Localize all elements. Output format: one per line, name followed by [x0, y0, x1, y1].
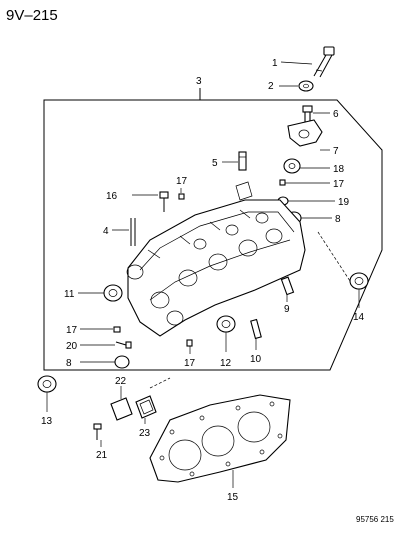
callout-19: 19 [338, 197, 350, 208]
gasket-part-23 [135, 395, 157, 419]
tube-part-9 [280, 276, 295, 296]
callout-17c: 17 [184, 358, 196, 369]
cylinder-head-casting [126, 181, 306, 337]
seal-part-13 [37, 375, 57, 393]
plug-part-20 [115, 341, 132, 349]
callout-13: 13 [41, 416, 53, 427]
diagram-ref-number: 95756 215 [356, 515, 394, 524]
dowel-part-4 [130, 218, 136, 246]
cover-plate-part-22 [110, 397, 133, 421]
cam-cap-part-7 [287, 119, 323, 147]
callout-21: 21 [96, 450, 108, 461]
callout-15: 15 [227, 492, 239, 503]
callout-2: 2 [268, 81, 274, 92]
callout-17a: 17 [333, 179, 345, 190]
callout-3: 3 [196, 76, 202, 87]
callout-5: 5 [212, 158, 218, 169]
assembly-outline [43, 99, 383, 371]
callout-6: 6 [333, 109, 339, 120]
callout-23: 23 [139, 428, 151, 439]
pin-part-17c [186, 339, 193, 347]
callout-4: 4 [103, 226, 109, 237]
callout-17b: 17 [176, 176, 188, 187]
callout-1: 1 [272, 58, 278, 69]
seal-part-11 [103, 284, 123, 302]
bolt-part-21 [93, 423, 102, 440]
callout-17d: 17 [66, 325, 78, 336]
diagram-code: 9V–215 [6, 7, 58, 24]
callout-9: 9 [284, 304, 290, 315]
bolt-part-6 [302, 105, 313, 123]
callout-18: 18 [333, 164, 345, 175]
callout-7: 7 [333, 146, 339, 157]
callout-14: 14 [353, 312, 365, 323]
bolt-part-16 [159, 191, 169, 212]
callout-22: 22 [115, 376, 127, 387]
callout-10: 10 [250, 354, 262, 365]
seal-part-18 [283, 158, 301, 174]
stud-part-5 [238, 151, 247, 171]
leader-1 [280, 61, 313, 65]
leader-14-dash [317, 231, 351, 282]
callout-12: 12 [220, 358, 232, 369]
callout-8a: 8 [335, 214, 341, 225]
pin-part-17a [279, 179, 286, 186]
head-gasket-part-15 [149, 394, 291, 483]
pin-part-17d [113, 326, 121, 333]
callout-16: 16 [106, 191, 118, 202]
pin-part-17b [178, 193, 185, 200]
leader-22-dash [149, 377, 171, 389]
washer-part-2 [298, 80, 314, 92]
callout-20: 20 [66, 341, 78, 352]
guide-part-10 [250, 318, 262, 340]
callout-8b: 8 [66, 358, 72, 369]
bolt-part-1 [313, 46, 335, 78]
callout-11: 11 [64, 289, 75, 300]
ring-part-12 [216, 315, 236, 333]
plug-part-8b [114, 355, 130, 369]
seal-part-14 [349, 272, 369, 290]
